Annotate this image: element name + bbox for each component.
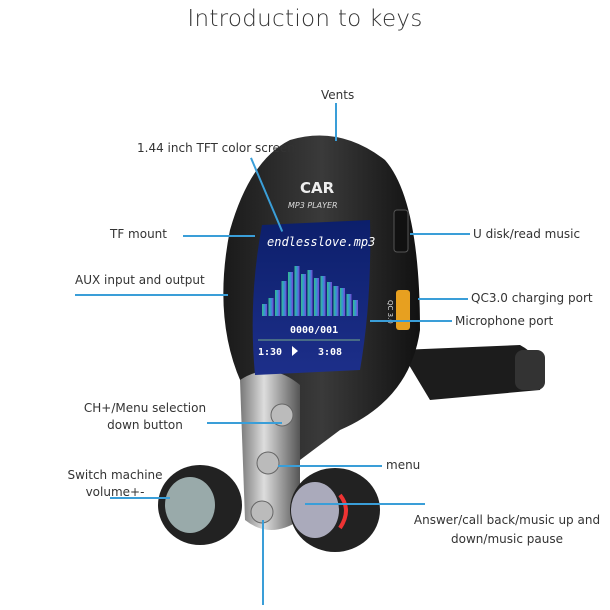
leader-tf — [183, 235, 255, 237]
leader-qc — [418, 298, 468, 300]
qc-port-label: QC 3.0 — [386, 300, 394, 324]
usb-port — [393, 209, 409, 253]
equalizer-bar — [314, 278, 319, 316]
right-knob-face — [291, 482, 339, 538]
screen-elapsed: 1:30 — [258, 347, 282, 358]
page-title: Introduction to keys — [187, 6, 423, 32]
leader-udisk — [410, 233, 470, 235]
equalizer-bar — [353, 300, 358, 316]
plug-tip — [515, 350, 545, 390]
equalizer-bar — [294, 266, 300, 316]
equalizer-bar — [268, 298, 274, 316]
label-u-disk: U disk/read music — [473, 227, 581, 241]
screen-filename: endlesslove.mp3 — [267, 235, 375, 249]
equalizer-bar — [281, 281, 287, 316]
leader-mic — [370, 320, 452, 322]
equalizer-bar — [307, 270, 313, 316]
qc-port — [396, 290, 410, 330]
equalizer-bars — [262, 266, 358, 316]
label-aux: AUX input and output — [75, 273, 205, 287]
leader-ch — [207, 422, 282, 424]
label-screen: 1.44 inch TFT color screen — [137, 141, 295, 155]
equalizer-bar — [301, 274, 306, 316]
brand-subtitle: MP3 PLAYER — [288, 201, 338, 210]
brand-logo: CAR — [300, 179, 335, 197]
equalizer-bar — [262, 304, 267, 316]
ch-menu-button — [270, 403, 294, 427]
screen-track: 0000/001 — [290, 325, 338, 336]
label-ch-menu: CH+/Menu selection down button — [70, 401, 220, 432]
label-answer-line1: Answer/call back/music up and — [413, 513, 601, 527]
equalizer-bar — [288, 272, 293, 316]
equalizer-bar — [327, 282, 332, 316]
leader-menu — [278, 465, 382, 467]
leader-answer — [305, 503, 425, 505]
play-icon — [292, 346, 298, 356]
leader-aux — [75, 294, 228, 296]
equalizer-bar — [333, 286, 339, 316]
screen-total: 3:08 — [318, 347, 342, 358]
menu-button — [256, 451, 280, 475]
equalizer-bar — [320, 276, 326, 316]
label-qc-port: QC3.0 charging port — [471, 291, 593, 305]
plug-barrel — [400, 345, 542, 400]
label-ch-menu-line2: down button — [107, 418, 183, 432]
label-mic-port: Microphone port — [455, 314, 554, 328]
equalizer-bar — [275, 290, 280, 316]
label-answer: Answer/call back/music up and down/music… — [402, 513, 610, 546]
label-answer-line2: down/music pause — [451, 532, 563, 546]
label-switch-line1: Switch machine — [67, 468, 163, 482]
label-ch-menu-line1: CH+/Menu selection — [83, 401, 207, 415]
label-switch: Switch machine volume+- — [60, 468, 170, 499]
leader-switch — [110, 497, 170, 499]
label-vents: Vents — [321, 88, 355, 102]
leader-vents — [335, 103, 337, 141]
leader-bottom — [262, 520, 264, 605]
label-tf-mount: TF mount — [110, 227, 167, 241]
equalizer-bar — [340, 288, 345, 316]
left-knob-face — [165, 477, 215, 533]
equalizer-bar — [346, 294, 352, 316]
label-menu: menu — [386, 458, 421, 472]
label-switch-line2: volume+- — [85, 485, 145, 499]
